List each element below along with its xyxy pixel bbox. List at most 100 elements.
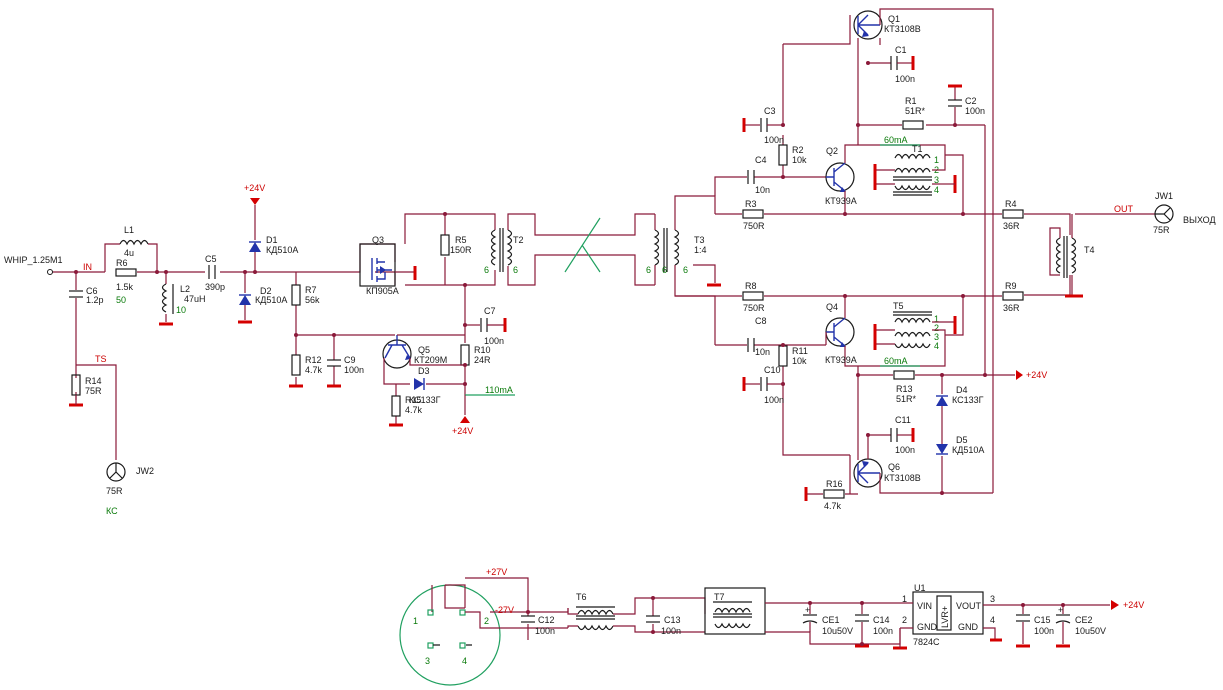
svg-text:L2: L2 [180, 284, 190, 294]
svg-text:60mA: 60mA [884, 135, 908, 145]
svg-text:36R: 36R [1003, 303, 1020, 313]
svg-text:1.5k: 1.5k [116, 282, 134, 292]
svg-text:U1: U1 [914, 583, 926, 593]
svg-text:C14: C14 [873, 615, 890, 625]
svg-text:VIN: VIN [917, 601, 932, 611]
svg-text:КП905А: КП905А [366, 286, 399, 296]
svg-text:6: 6 [646, 265, 651, 275]
svg-text:D5: D5 [956, 435, 968, 445]
svg-text:51R*: 51R* [905, 106, 926, 116]
svg-text:D3: D3 [418, 366, 430, 376]
svg-text:C12: C12 [538, 615, 555, 625]
svg-text:60mA: 60mA [884, 356, 908, 366]
U1-regulator [912, 591, 984, 635]
svg-text:110mA: 110mA [485, 385, 513, 395]
svg-text:C15: C15 [1034, 615, 1051, 625]
T1-transformer [894, 153, 931, 160]
input-section: WHIP_1.25M1 IN L1 4u R6 1.5k 50 C6 1.2p … [4, 225, 296, 516]
svg-text:T3: T3 [694, 235, 705, 245]
svg-text:C6: C6 [86, 286, 98, 296]
svg-text:Q4: Q4 [826, 302, 838, 312]
T2-primary [490, 229, 497, 266]
R7-resistor [291, 284, 301, 306]
R1-resistor [902, 120, 924, 130]
svg-text:3: 3 [934, 332, 939, 342]
svg-text:3: 3 [425, 656, 430, 666]
svg-text:100n: 100n [764, 395, 784, 405]
preamp-section: Q3 КП905А R5 150R T2 6 6 [296, 212, 655, 296]
D1-diode [249, 242, 261, 252]
svg-text:КТ939А: КТ939А [825, 196, 857, 206]
R5-resistor [440, 234, 450, 256]
R9-resistor [1002, 291, 1024, 301]
svg-text:1.2p: 1.2p [86, 295, 104, 305]
svg-text:75R: 75R [106, 486, 123, 496]
svg-text:ВЫХОД: ВЫХОД [1183, 215, 1216, 225]
svg-text:750R: 750R [743, 303, 765, 313]
power-supply: 1 2 3 4 +27V -27V C12 100n T6 C13 100n T… [399, 567, 1144, 686]
svg-text:КД510А: КД510А [952, 445, 984, 455]
svg-text:3: 3 [934, 175, 939, 185]
svg-text:1: 1 [934, 155, 939, 165]
svg-text:R7: R7 [305, 285, 317, 295]
R6-resistor [115, 268, 137, 277]
R16-resistor [823, 489, 845, 499]
svg-text:10: 10 [176, 305, 186, 315]
svg-text:+24V: +24V [1026, 370, 1047, 380]
R10-resistor [460, 344, 470, 366]
svg-text:Q6: Q6 [888, 462, 900, 472]
upper-stage: Q1 КТ3108В C1 100n C3 100n R2 10k R1 51R… [714, 8, 1002, 493]
svg-text:4: 4 [934, 185, 939, 195]
power-connector [399, 584, 501, 686]
svg-text:T2: T2 [513, 235, 524, 245]
svg-text:4u: 4u [124, 248, 134, 258]
svg-text:47uH: 47uH [184, 294, 206, 304]
svg-text:24R: 24R [474, 355, 491, 365]
D3-zener [414, 378, 424, 390]
svg-text:OUT: OUT [1114, 204, 1134, 214]
svg-text:1: 1 [902, 594, 907, 604]
svg-text:51R*: 51R* [896, 394, 917, 404]
svg-text:4: 4 [934, 341, 939, 351]
svg-text:6: 6 [683, 265, 688, 275]
T7-choke [714, 607, 751, 614]
svg-text:R8: R8 [745, 281, 757, 291]
svg-text:L1: L1 [124, 225, 134, 235]
svg-text:+: + [1058, 605, 1063, 615]
svg-text:+24V: +24V [452, 426, 473, 436]
T4-transformer [1070, 237, 1077, 274]
svg-text:D1: D1 [266, 235, 278, 245]
svg-text:R13: R13 [896, 384, 913, 394]
svg-text:T7: T7 [714, 592, 725, 602]
svg-text:R14: R14 [85, 376, 102, 386]
R11-resistor [778, 345, 788, 367]
svg-text:R16: R16 [826, 479, 843, 489]
R13-resistor [893, 370, 915, 380]
svg-text:T1: T1 [912, 144, 923, 154]
L1-coil [119, 239, 149, 246]
svg-text:100n: 100n [873, 626, 893, 636]
L2-coil [161, 283, 168, 313]
svg-text:C13: C13 [664, 615, 681, 625]
T5-transformer [894, 317, 931, 324]
Q3-mosfet [380, 266, 386, 274]
svg-text:150R: 150R [450, 245, 472, 255]
svg-text:50: 50 [116, 295, 126, 305]
svg-text:КД510А: КД510А [266, 245, 298, 255]
svg-text:750R: 750R [743, 221, 765, 231]
svg-text:4: 4 [462, 656, 467, 666]
svg-text:10n: 10n [755, 347, 770, 357]
svg-text:КТ209М: КТ209М [414, 355, 447, 365]
svg-text:R9: R9 [1005, 281, 1017, 291]
R8-resistor [742, 291, 764, 301]
antenna-terminal [47, 269, 53, 275]
svg-text:C5: C5 [205, 254, 217, 264]
svg-text:1: 1 [934, 314, 939, 324]
svg-text:6: 6 [513, 265, 518, 275]
svg-text:100n: 100n [484, 336, 504, 346]
svg-text:GND: GND [917, 622, 938, 632]
svg-text:7824C: 7824C [913, 637, 940, 647]
svg-text:10n: 10n [755, 185, 770, 195]
svg-text:T6: T6 [576, 592, 587, 602]
